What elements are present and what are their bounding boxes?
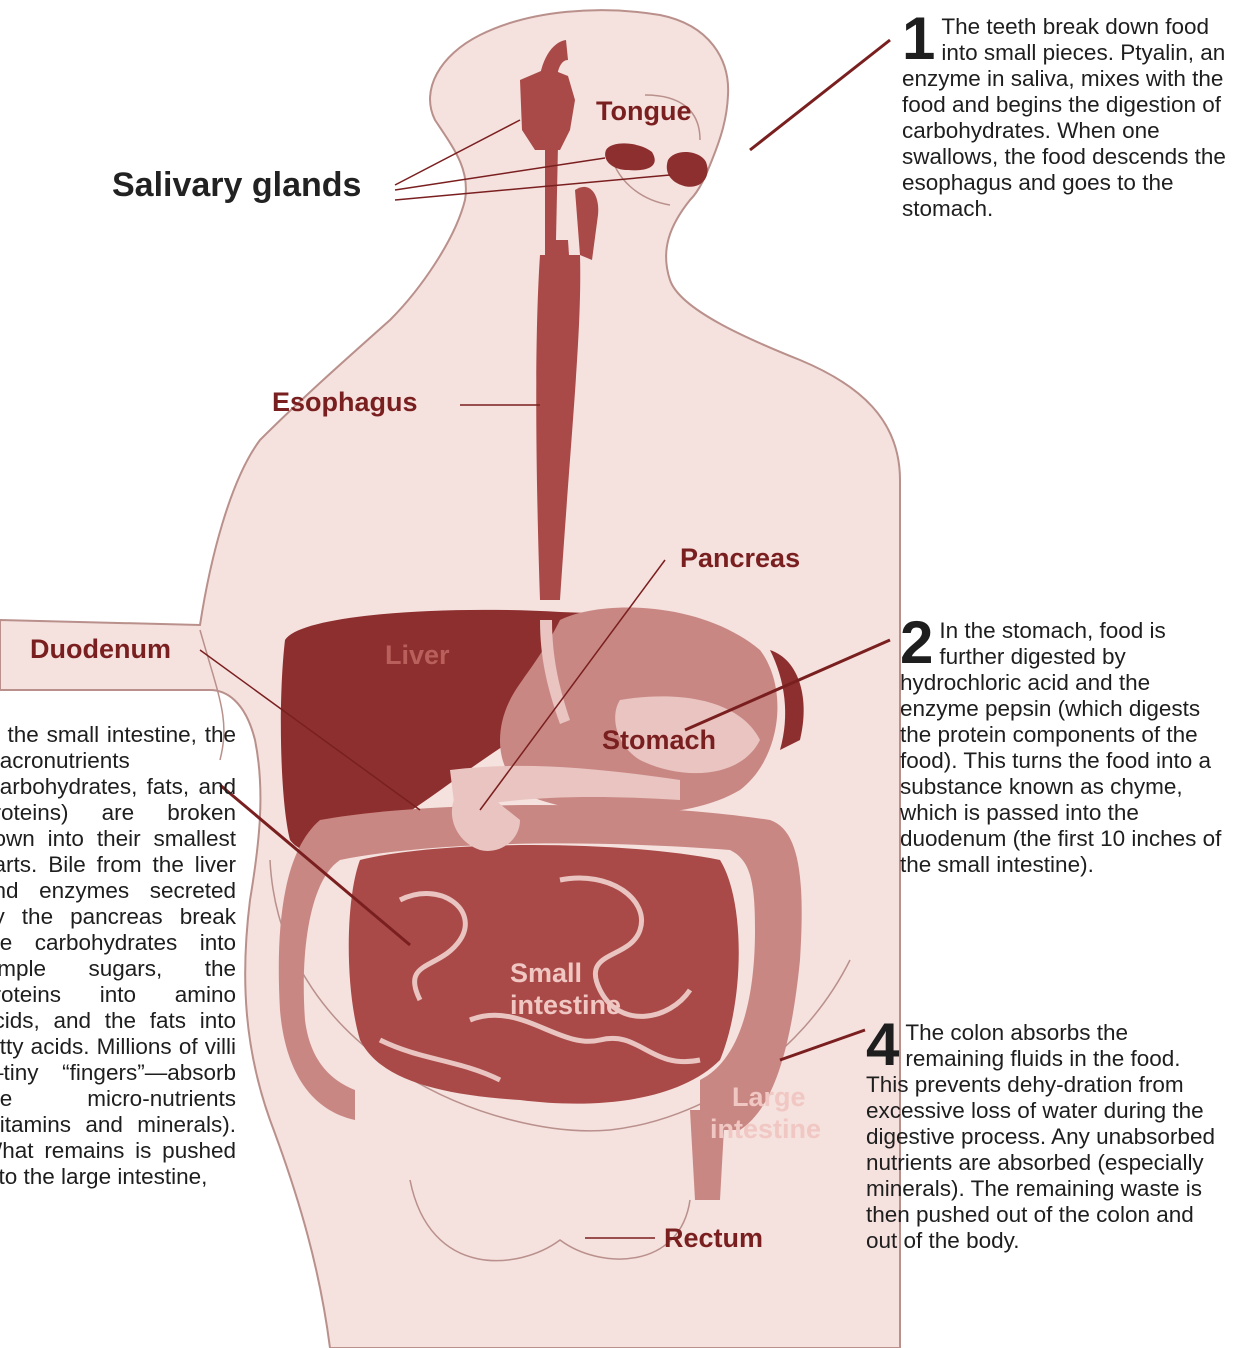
note-step-2-text: In the stomach, food is further digested… [900, 618, 1221, 877]
note-step-2-number: 2 [900, 620, 933, 666]
note-step-4: 4The colon absorbs the remaining fluids … [866, 1020, 1228, 1254]
label-small-intestine-line2: intestine [510, 990, 621, 1021]
leader-note-1 [750, 40, 890, 150]
note-step-1-text: The teeth break down food into small pie… [902, 14, 1226, 221]
note-step-2: 2In the stomach, food is further digeste… [900, 618, 1230, 878]
label-small-intestine-line1: Small [510, 958, 582, 989]
label-pancreas: Pancreas [680, 543, 800, 574]
note-step-3: In the small intestine, the macronutrien… [0, 722, 236, 1282]
label-esophagus: Esophagus [272, 387, 418, 418]
note-step-4-number: 4 [866, 1022, 899, 1068]
label-tongue: Tongue [596, 96, 691, 127]
label-large-intestine-line1: Large [732, 1082, 806, 1113]
label-large-intestine-line2: intestine [710, 1114, 821, 1145]
note-step-3-text: In the small intestine, the macronutrien… [0, 722, 236, 1190]
label-stomach: Stomach [602, 725, 716, 756]
note-step-1-number: 1 [902, 16, 935, 62]
note-step-1: 1The teeth break down food into small pi… [902, 14, 1228, 222]
label-liver: Liver [385, 640, 450, 671]
label-duodenum: Duodenum [30, 634, 171, 665]
note-step-4-text: The colon absorbs the remaining fluids i… [866, 1020, 1215, 1253]
label-salivary-glands: Salivary glands [112, 166, 361, 205]
label-rectum: Rectum [664, 1223, 763, 1254]
